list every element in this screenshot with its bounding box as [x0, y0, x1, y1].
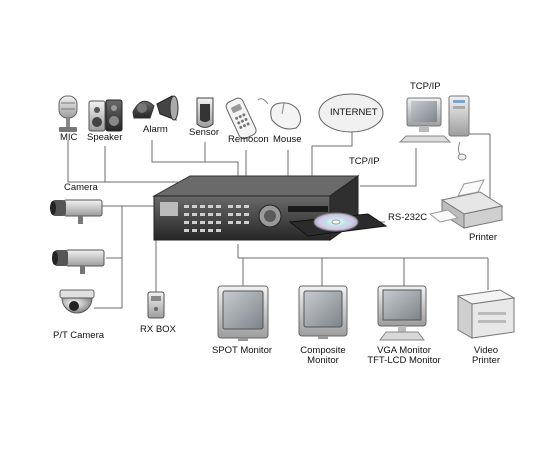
pt-camera-icon [59, 289, 95, 314]
vga-monitor-icon [377, 285, 427, 341]
mic-label: MIC [60, 132, 78, 143]
composite-monitor-label-line2: Monitor [307, 355, 339, 366]
rx-box-icon [147, 291, 165, 319]
pt-camera-label: P/T Camera [53, 330, 105, 341]
speaker-label: Speaker [87, 132, 123, 143]
tcpip-mid-label: TCP/IP [349, 156, 380, 167]
line-internet [311, 126, 353, 182]
line-camera-bus [94, 206, 123, 309]
video-printer-icon [456, 289, 516, 339]
video-printer-label-line1: Video [473, 345, 499, 356]
mic-icon [58, 95, 78, 132]
composite-monitor-icon [298, 285, 348, 339]
video-printer-label: Video Printer [466, 346, 506, 366]
line-rx-box [155, 235, 176, 292]
printer-icon [428, 179, 504, 229]
sensor-label: Sensor [189, 127, 220, 138]
vga-monitor-label-line1: VGA Monitor [377, 345, 431, 356]
sensor-icon [196, 97, 214, 128]
line-monitor-bus [237, 244, 488, 259]
internet-label: INTERNET [330, 107, 378, 118]
line-alarm-sensor [151, 140, 239, 176]
camera-2-icon [52, 249, 105, 274]
vga-monitor-label-line2: TFT-LCD Monitor [367, 355, 441, 366]
composite-monitor-label-line1: Composite [300, 345, 346, 356]
line-tcpip-pc [360, 148, 417, 187]
vga-monitor-label: VGA Monitor TFT-LCD Monitor [366, 346, 442, 366]
mouse-label: Mouse [273, 134, 302, 145]
remocon-label: Remocon [228, 134, 269, 145]
rs232c-label: RS-232C [388, 212, 428, 223]
pc-icon [398, 95, 470, 161]
camera-label: Camera [64, 182, 98, 193]
rx-box-label: RX BOX [140, 324, 176, 335]
internet-cloud-icon [318, 93, 384, 133]
tcpip-top-label: TCP/IP [410, 81, 441, 92]
spot-monitor-icon [217, 285, 269, 341]
alarm-label: Alarm [143, 124, 168, 135]
dvr-unit-icon [152, 175, 388, 241]
line-pc-printer [460, 133, 491, 198]
printer-label: Printer [469, 232, 497, 243]
alarm-icon [132, 95, 179, 121]
speaker-icon [88, 99, 123, 132]
composite-monitor-label: Composite Monitor [296, 346, 350, 366]
spot-monitor-label: SPOT Monitor [212, 345, 273, 356]
video-printer-label-line2: Printer [472, 355, 500, 366]
line-mic [67, 140, 178, 183]
remocon-icon [225, 97, 257, 140]
camera-1-icon [50, 199, 103, 224]
mouse-icon [257, 98, 302, 130]
